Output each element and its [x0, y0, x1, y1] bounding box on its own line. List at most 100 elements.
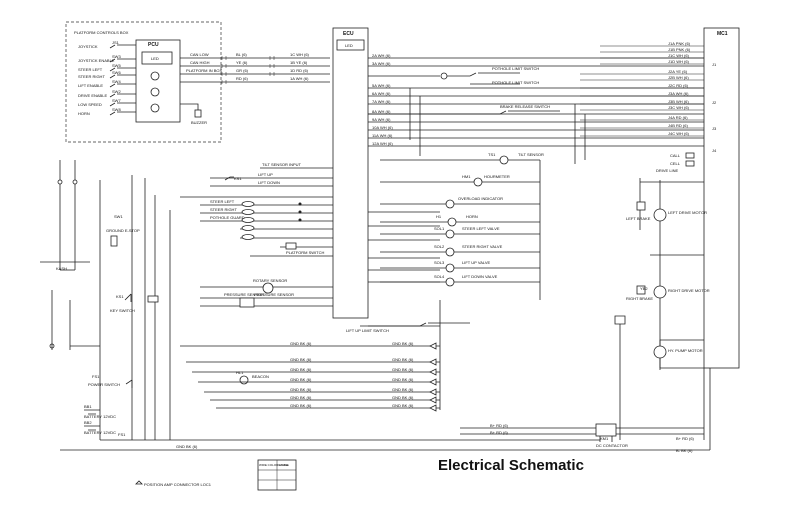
can-wire-1: BL (6)	[236, 52, 247, 57]
ecu-pin-lift-down: LIFT DOWN	[258, 180, 280, 185]
dc-contactor-icon	[595, 423, 617, 437]
ground-rail-5-label-b: GND BK (6)	[392, 387, 414, 392]
switch-junction-3	[298, 218, 302, 222]
pressure-sensor-icon	[239, 297, 255, 308]
pcu-input-7-switch	[109, 102, 136, 107]
valve-5-code: SOL1	[434, 226, 445, 231]
legend-note: POSITION AMP CONNECTOR LOC1	[144, 482, 212, 487]
kash-label: KASH	[56, 266, 67, 271]
drive-line-label: DRIVE LINE	[656, 168, 679, 173]
ecu-right-pin-8: 10A WH (6)	[372, 125, 393, 130]
mc-pin-6: J2B WH (6)	[668, 75, 689, 80]
valve-3-label: OVERLOAD INDICATOR	[458, 196, 503, 201]
left-brake-icon	[636, 201, 646, 211]
valve-1-code: TS1	[488, 152, 496, 157]
ground-rail-1-label: GND BK (6)	[290, 341, 312, 346]
dc-contactor-label: DC CONTACTOR	[596, 443, 628, 448]
ground-rail-7-diode	[429, 404, 437, 412]
pcu-input-3-label: STEER LEFT	[78, 67, 103, 72]
left-drive-motor-icon	[653, 208, 667, 222]
power-section: KASH SW1 GROUND E-STOP KS1 KEY SWITCH FS…	[40, 160, 171, 440]
pcu-indicator-2	[150, 87, 160, 97]
key-switch-label: KEY SWITCH	[110, 308, 135, 313]
mc-pin-2: J1B PNK (6)	[668, 47, 691, 52]
ground-rail-4-label: GND BK (6)	[290, 377, 312, 382]
pcu-input-6-code: SW2	[112, 89, 121, 94]
valve-8-label: LIFT DOWN VALVE	[462, 274, 498, 279]
mtr-right-code: YB2	[640, 286, 648, 291]
sensor-block: ROTARY SENSOR PRESSURE SENSOR	[224, 278, 287, 308]
pump-motor-label: HY. PUMP MOTOR	[668, 348, 703, 353]
ecu-wire-1: 1C WH (6)	[290, 52, 310, 57]
switch-oval-4	[241, 225, 255, 231]
valve-8-icon	[445, 277, 455, 287]
ecu-pin-tilt: TILT SENSOR INPUT	[262, 162, 302, 167]
ecu-right-pin-5: 7A WH (6)	[372, 99, 391, 104]
valve-7-icon	[445, 263, 455, 273]
ecu-pin-pressure: PRESSURE SENSOR	[254, 292, 294, 297]
pcu-input-1-code: JS1	[112, 40, 120, 45]
pcu-input-4-label: STEER RIGHT	[78, 74, 105, 79]
can-wire-3: GR (6)	[236, 68, 249, 73]
pcu-input-2-label: JOYSTICK ENABLE	[78, 58, 115, 63]
pcu-input-8-label: HORN	[78, 111, 90, 116]
valve-7-label: LIFT UP VALVE	[462, 260, 490, 265]
platform-controls-label: PLATFORM CONTROLS BOX	[74, 30, 129, 35]
valve-6-code: SOL2	[434, 244, 445, 249]
ground-rail-6-label-b: GND BK (6)	[392, 395, 414, 400]
ground-rail-3-label: GND BK (6)	[290, 367, 312, 372]
mc-pin-5: J2A YE (6)	[668, 69, 688, 74]
legend-table: WIRE COLOR CODE GAUGE POSITION AMP CONNE…	[135, 459, 297, 491]
key-switch-block: KS1	[224, 176, 297, 250]
ground-estop-label: GROUND E-STOP	[106, 228, 140, 233]
pcu-indicator-1	[150, 71, 160, 81]
pcu-input-8-switch	[109, 111, 136, 116]
lift-limit-wire	[360, 322, 470, 327]
valve-1-label: TILT SENSOR	[518, 152, 544, 157]
valve-1-icon	[499, 155, 509, 165]
battery2-label: BATTERY 12VDC	[84, 430, 116, 435]
pressure-sensor-label: PRESSURE SENSOR	[224, 292, 264, 297]
ecu-wire-3: 1D RD (6)	[290, 68, 309, 73]
ecu-right-wires: 2A WH (6)3A WH (6)5A WH (6)6A WH (6)7A W…	[368, 53, 704, 327]
pcu-input-2-switch	[109, 58, 136, 63]
pothole-switch-1: POTHOLE LIMIT SWITCH	[492, 66, 539, 71]
pcu-input-5-switch	[109, 83, 136, 88]
valve-2-icon	[473, 177, 483, 187]
pcu-input-1-switch	[109, 44, 136, 49]
valve-5-label: STEER LEFT VALVE	[462, 226, 500, 231]
mc-group-j1: J1	[712, 62, 717, 67]
pcu-label: PCU	[148, 42, 159, 48]
ecu-label: ECU	[343, 31, 354, 37]
valve-4-label: HORN	[466, 214, 478, 219]
ecu-right-pin-7: 9A WH (6)	[372, 117, 391, 122]
legend-header-2: GAUGE	[278, 463, 289, 467]
right-brake-label: RIGHT BRAKE	[626, 296, 653, 301]
bat-label-b: FS1	[118, 432, 126, 437]
ecu-right-pin-1: 2A WH (6)	[372, 53, 391, 58]
pcu-input-2-code: SW3	[112, 54, 121, 59]
right-drive-motor-icon	[653, 285, 667, 299]
call-label: CALL	[670, 153, 681, 158]
pcu-led-label: LED	[151, 56, 159, 61]
mc-group-j2: J2	[712, 100, 717, 105]
battery2-code: BB2	[84, 420, 92, 425]
pcu-indicator-3	[150, 103, 160, 113]
battery1-code: BB1	[84, 404, 92, 409]
ground-rail-4-label-b: GND BK (6)	[392, 377, 414, 382]
beacon-icon	[239, 375, 249, 385]
ecu-right-pin-9: 11A WH (6)	[372, 133, 393, 138]
battery1-label: BATTERY 12VDC	[84, 414, 116, 419]
pcu-input-7-label: LOW SPEED	[78, 102, 102, 107]
mc-pin-7: J2C RD (6)	[668, 83, 689, 88]
can-wire-2: YE (6)	[236, 60, 248, 65]
ground-rail-1-label-b: GND BK (6)	[392, 341, 414, 346]
brake-release-label: BRAKE RELEASE SWITCH	[500, 104, 550, 109]
ground-rail-7-label: GND BK (6)	[290, 403, 312, 408]
mc-pin-13: J4C WH (6)	[668, 131, 690, 136]
power-wire-3: B+ RD (6)	[676, 436, 695, 441]
ecu-right-pin-3: 5A WH (6)	[372, 83, 391, 88]
